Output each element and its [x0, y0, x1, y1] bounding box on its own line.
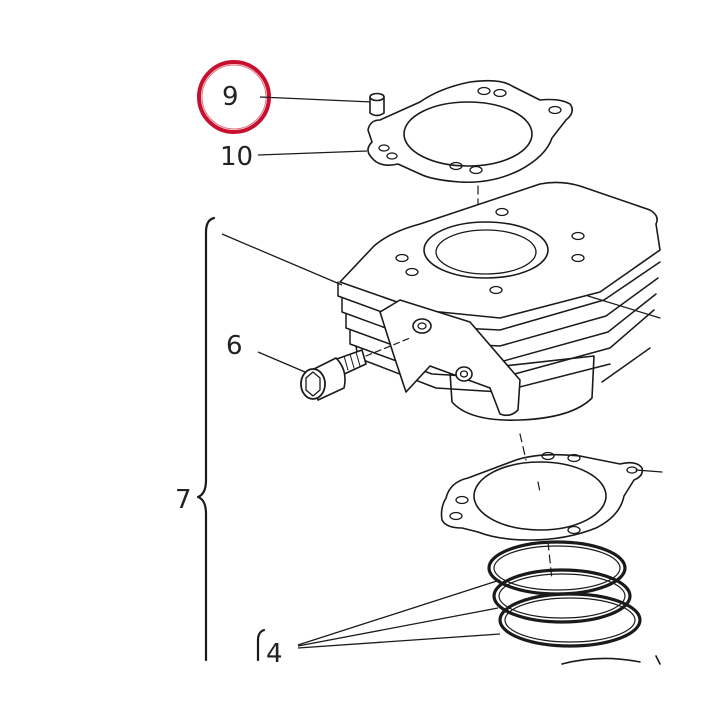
base-gasket[interactable] — [440, 433, 663, 541]
bracket-4 — [256, 628, 266, 662]
cylinder-7[interactable] — [337, 181, 661, 421]
callout-10-label[interactable]: 10 — [220, 142, 253, 172]
piston-rings-4[interactable] — [487, 540, 642, 648]
callout-4-label[interactable]: 4 — [266, 639, 283, 669]
head-gasket-10[interactable] — [367, 79, 574, 245]
piston-partial — [561, 655, 661, 665]
thread — [343, 351, 361, 371]
dowel-pin-9[interactable] — [369, 92, 385, 151]
callout-9-label[interactable]: 9 — [222, 82, 239, 112]
callout-6-label[interactable]: 6 — [226, 331, 243, 361]
leader-lines — [221, 96, 501, 649]
bracket-7 — [196, 216, 216, 662]
callout-7-label[interactable]: 7 — [175, 485, 192, 515]
sensor-6[interactable] — [300, 337, 411, 401]
